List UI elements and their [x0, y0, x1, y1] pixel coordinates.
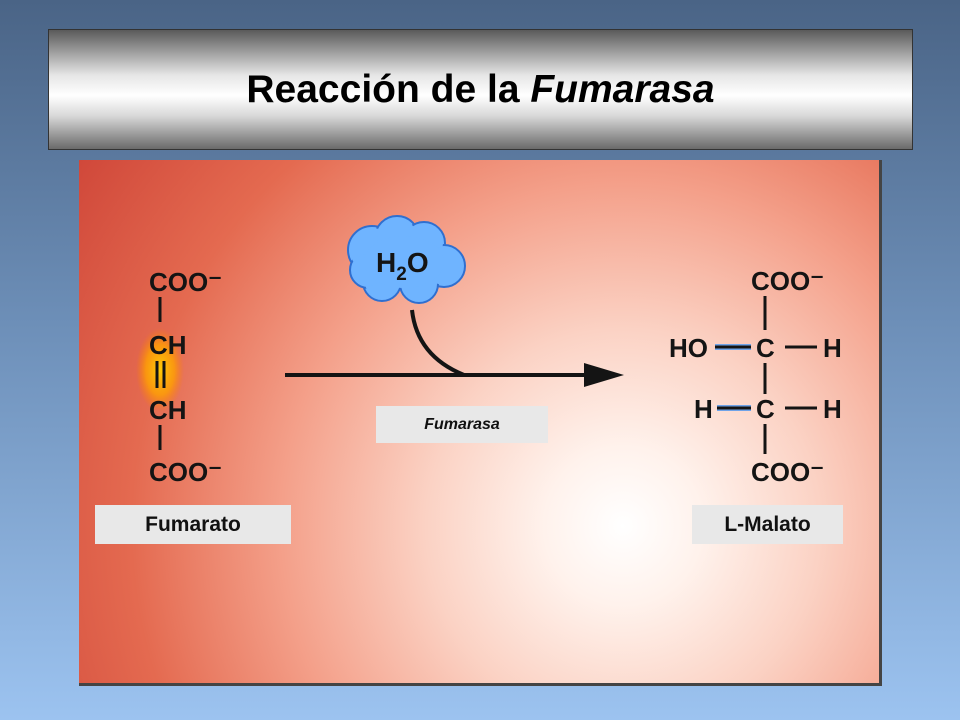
fumarate-lower-ch: CH [149, 395, 187, 425]
water-formula: H2O [376, 247, 429, 285]
water-curved-arrow [410, 309, 465, 377]
malate-row2-right: H [823, 394, 842, 424]
water-subscript: 2 [396, 264, 407, 285]
reaction-panel: COO⁻ CH CH COO⁻ [79, 160, 882, 686]
double-bond-highlight [136, 328, 184, 412]
water-h: H [376, 247, 396, 278]
malate-top-group: COO⁻ [751, 266, 824, 296]
fumarate-structure: COO⁻ CH CH COO⁻ [136, 267, 222, 487]
fumarate-bottom-group: COO⁻ [149, 457, 222, 487]
title-italic: Fumarasa [530, 67, 715, 111]
malate-bottom-group: COO⁻ [751, 457, 824, 487]
title-main: Reacción de la [246, 67, 531, 111]
malate-row2-center: C [756, 394, 775, 424]
malate-row1-left: HO [669, 333, 708, 363]
reaction-diagram: COO⁻ CH CH COO⁻ [136, 215, 842, 487]
malate-row1-right: H [823, 333, 842, 363]
malate-label: L-Malato [692, 505, 843, 544]
fumarate-label: Fumarato [95, 505, 291, 544]
water-o: O [407, 247, 429, 278]
enzyme-label: Fumarasa [376, 406, 548, 443]
title-banner: Reacción de la Fumarasa [48, 29, 913, 150]
malate-structure: COO⁻ HO C H H C H COO⁻ [669, 266, 842, 487]
water-cloud: H2O [347, 215, 466, 304]
fumarate-top-group: COO⁻ [149, 267, 222, 297]
malate-row2-left: H [694, 394, 713, 424]
page-title: Reacción de la Fumarasa [246, 68, 714, 112]
reaction-arrow [285, 363, 624, 387]
fumarate-upper-ch: CH [149, 330, 187, 360]
malate-row1-center: C [756, 333, 775, 363]
